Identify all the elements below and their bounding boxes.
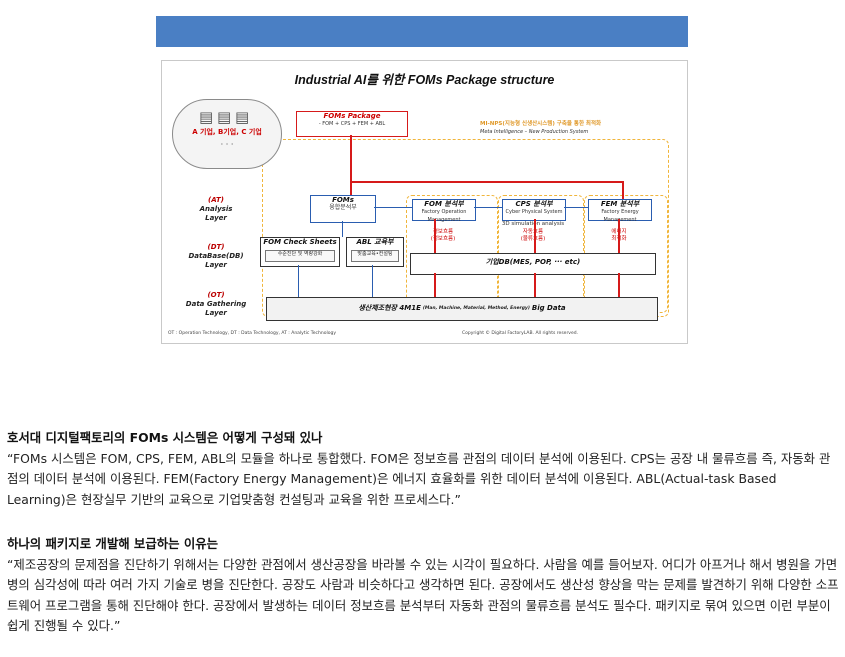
connector-blue <box>342 221 344 237</box>
connector-red <box>618 219 620 253</box>
article-section-2: 하나의 패키지로 개발해 보급하는 이유는 “제조공장의 문제점을 진단하기 위… <box>7 534 839 637</box>
header-banner <box>156 16 688 47</box>
connector-red <box>622 181 624 199</box>
layer-analysis: (AT) Analysis Layer <box>199 196 233 222</box>
mi-nps-label: MI-NPS(지능형 신생산시스템) 구축을 통한 최적화 <box>480 121 602 127</box>
bigdata-bar: 생산제조현장 4M1E (Man, Machine, Material, Met… <box>266 297 658 321</box>
foms-package-subtitle: - FOM + CPS + FEM + ABL <box>318 121 386 127</box>
foms-structure-figure: Industrial AI를 위한 FOMs Package structure… <box>161 60 688 344</box>
layer-data-gathering: (OT) Data Gathering Layer <box>185 291 247 317</box>
connector-red <box>434 273 436 297</box>
connector-red <box>350 181 622 183</box>
connector-blue <box>298 265 300 297</box>
enterprise-cloud: ▤ ▤ ▤ A 기업, B기업, C 기업 · · · <box>172 99 282 169</box>
layer-database: (DT) DataBase(DB) Layer <box>188 243 244 269</box>
answer-paragraph: “FOMs 시스템은 FOM, CPS, FEM, ABL의 모듈을 하나로 통… <box>7 450 831 507</box>
abl-education-box: ABL 교육부 맞춤교육•컨설팅 <box>346 237 404 267</box>
fom-analysis-box: FOM 분석부 Factory Operation Management <box>412 199 476 223</box>
connector-red <box>534 219 536 253</box>
server-icon: ▤ <box>217 108 232 126</box>
connector-blue <box>564 207 588 209</box>
connector-red <box>434 219 436 253</box>
cps-3d-label: 3D simulation analysis <box>501 221 565 227</box>
cloud-label: A 기업, B기업, C 기업 <box>192 128 262 136</box>
server-icon: ▤ <box>235 108 250 126</box>
question-heading: 하나의 패키지로 개발해 보급하는 이유는 <box>7 536 219 551</box>
connector-blue <box>474 207 502 209</box>
foms-fusion-box: FOMs 융합분석부 <box>310 195 376 223</box>
foms-package-title: FOMs Package <box>323 112 381 120</box>
server-icon: ▤ <box>199 108 214 126</box>
foms-package-box: FOMs Package - FOM + CPS + FEM + ABL <box>296 111 408 137</box>
connector-red <box>350 135 352 195</box>
cps-flow-label: 자동흐름 (물류흐름) <box>520 229 546 242</box>
answer-paragraph: “제조공장의 문제점을 진단하기 위해서는 다양한 관점에서 생산공장을 바라볼… <box>7 556 839 634</box>
connector-red <box>618 273 620 297</box>
question-heading: 호서대 디지털팩토리의 FOMs 시스템은 어떻게 구성돼 있나 <box>7 430 323 445</box>
fom-flow-label: 경보흐름 (정보흐름) <box>430 229 456 242</box>
cloud-dots: · · · <box>220 140 234 149</box>
cps-analysis-box: CPS 분석부 Cyber Physical System <box>502 199 566 221</box>
connector-blue <box>374 207 412 209</box>
mi-nps-sub: Meta Intelligence – New Production Syste… <box>480 129 589 135</box>
figure-footer-right: Copyright © Digital FactoryLAB. All righ… <box>462 331 579 336</box>
fom-check-sheets-box: FOM Check Sheets 수준진단 및 역량강화 <box>260 237 340 267</box>
connector-red <box>534 273 536 297</box>
article-section-1: 호서대 디지털팩토리의 FOMs 시스템은 어떻게 구성돼 있나 “FOMs 시… <box>7 428 839 510</box>
enterprise-db-box: 기업DB(MES, POP, ··· etc) <box>410 253 656 275</box>
figure-footer-left: OT : Operation Technology, DT : Data Tec… <box>168 331 336 336</box>
figure-title: Industrial AI를 위한 FOMs Package structure <box>294 73 555 87</box>
fem-analysis-box: FEM 분석부 Factory Energy Management <box>588 199 652 223</box>
connector-blue <box>372 265 374 297</box>
